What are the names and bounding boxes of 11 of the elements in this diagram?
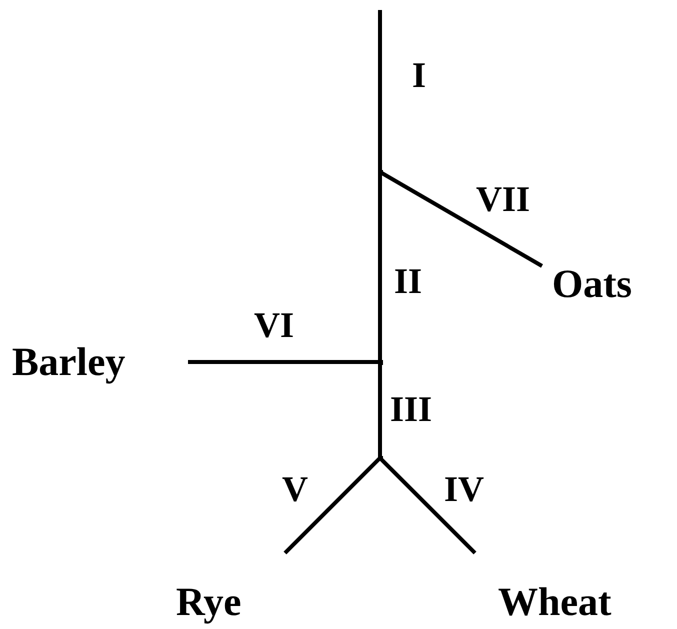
taxon-label: Oats xyxy=(552,262,632,306)
tree-branch xyxy=(378,172,382,362)
tree-branch xyxy=(188,360,380,364)
taxon-label: Barley xyxy=(12,340,126,384)
taxon-label: Rye xyxy=(176,580,242,624)
tree-branch xyxy=(284,456,382,554)
tree-branch xyxy=(378,10,382,172)
tree-branch xyxy=(379,170,543,268)
taxon-label: Wheat xyxy=(498,580,612,624)
tree-branch xyxy=(378,456,476,554)
tree-branch xyxy=(378,362,382,458)
